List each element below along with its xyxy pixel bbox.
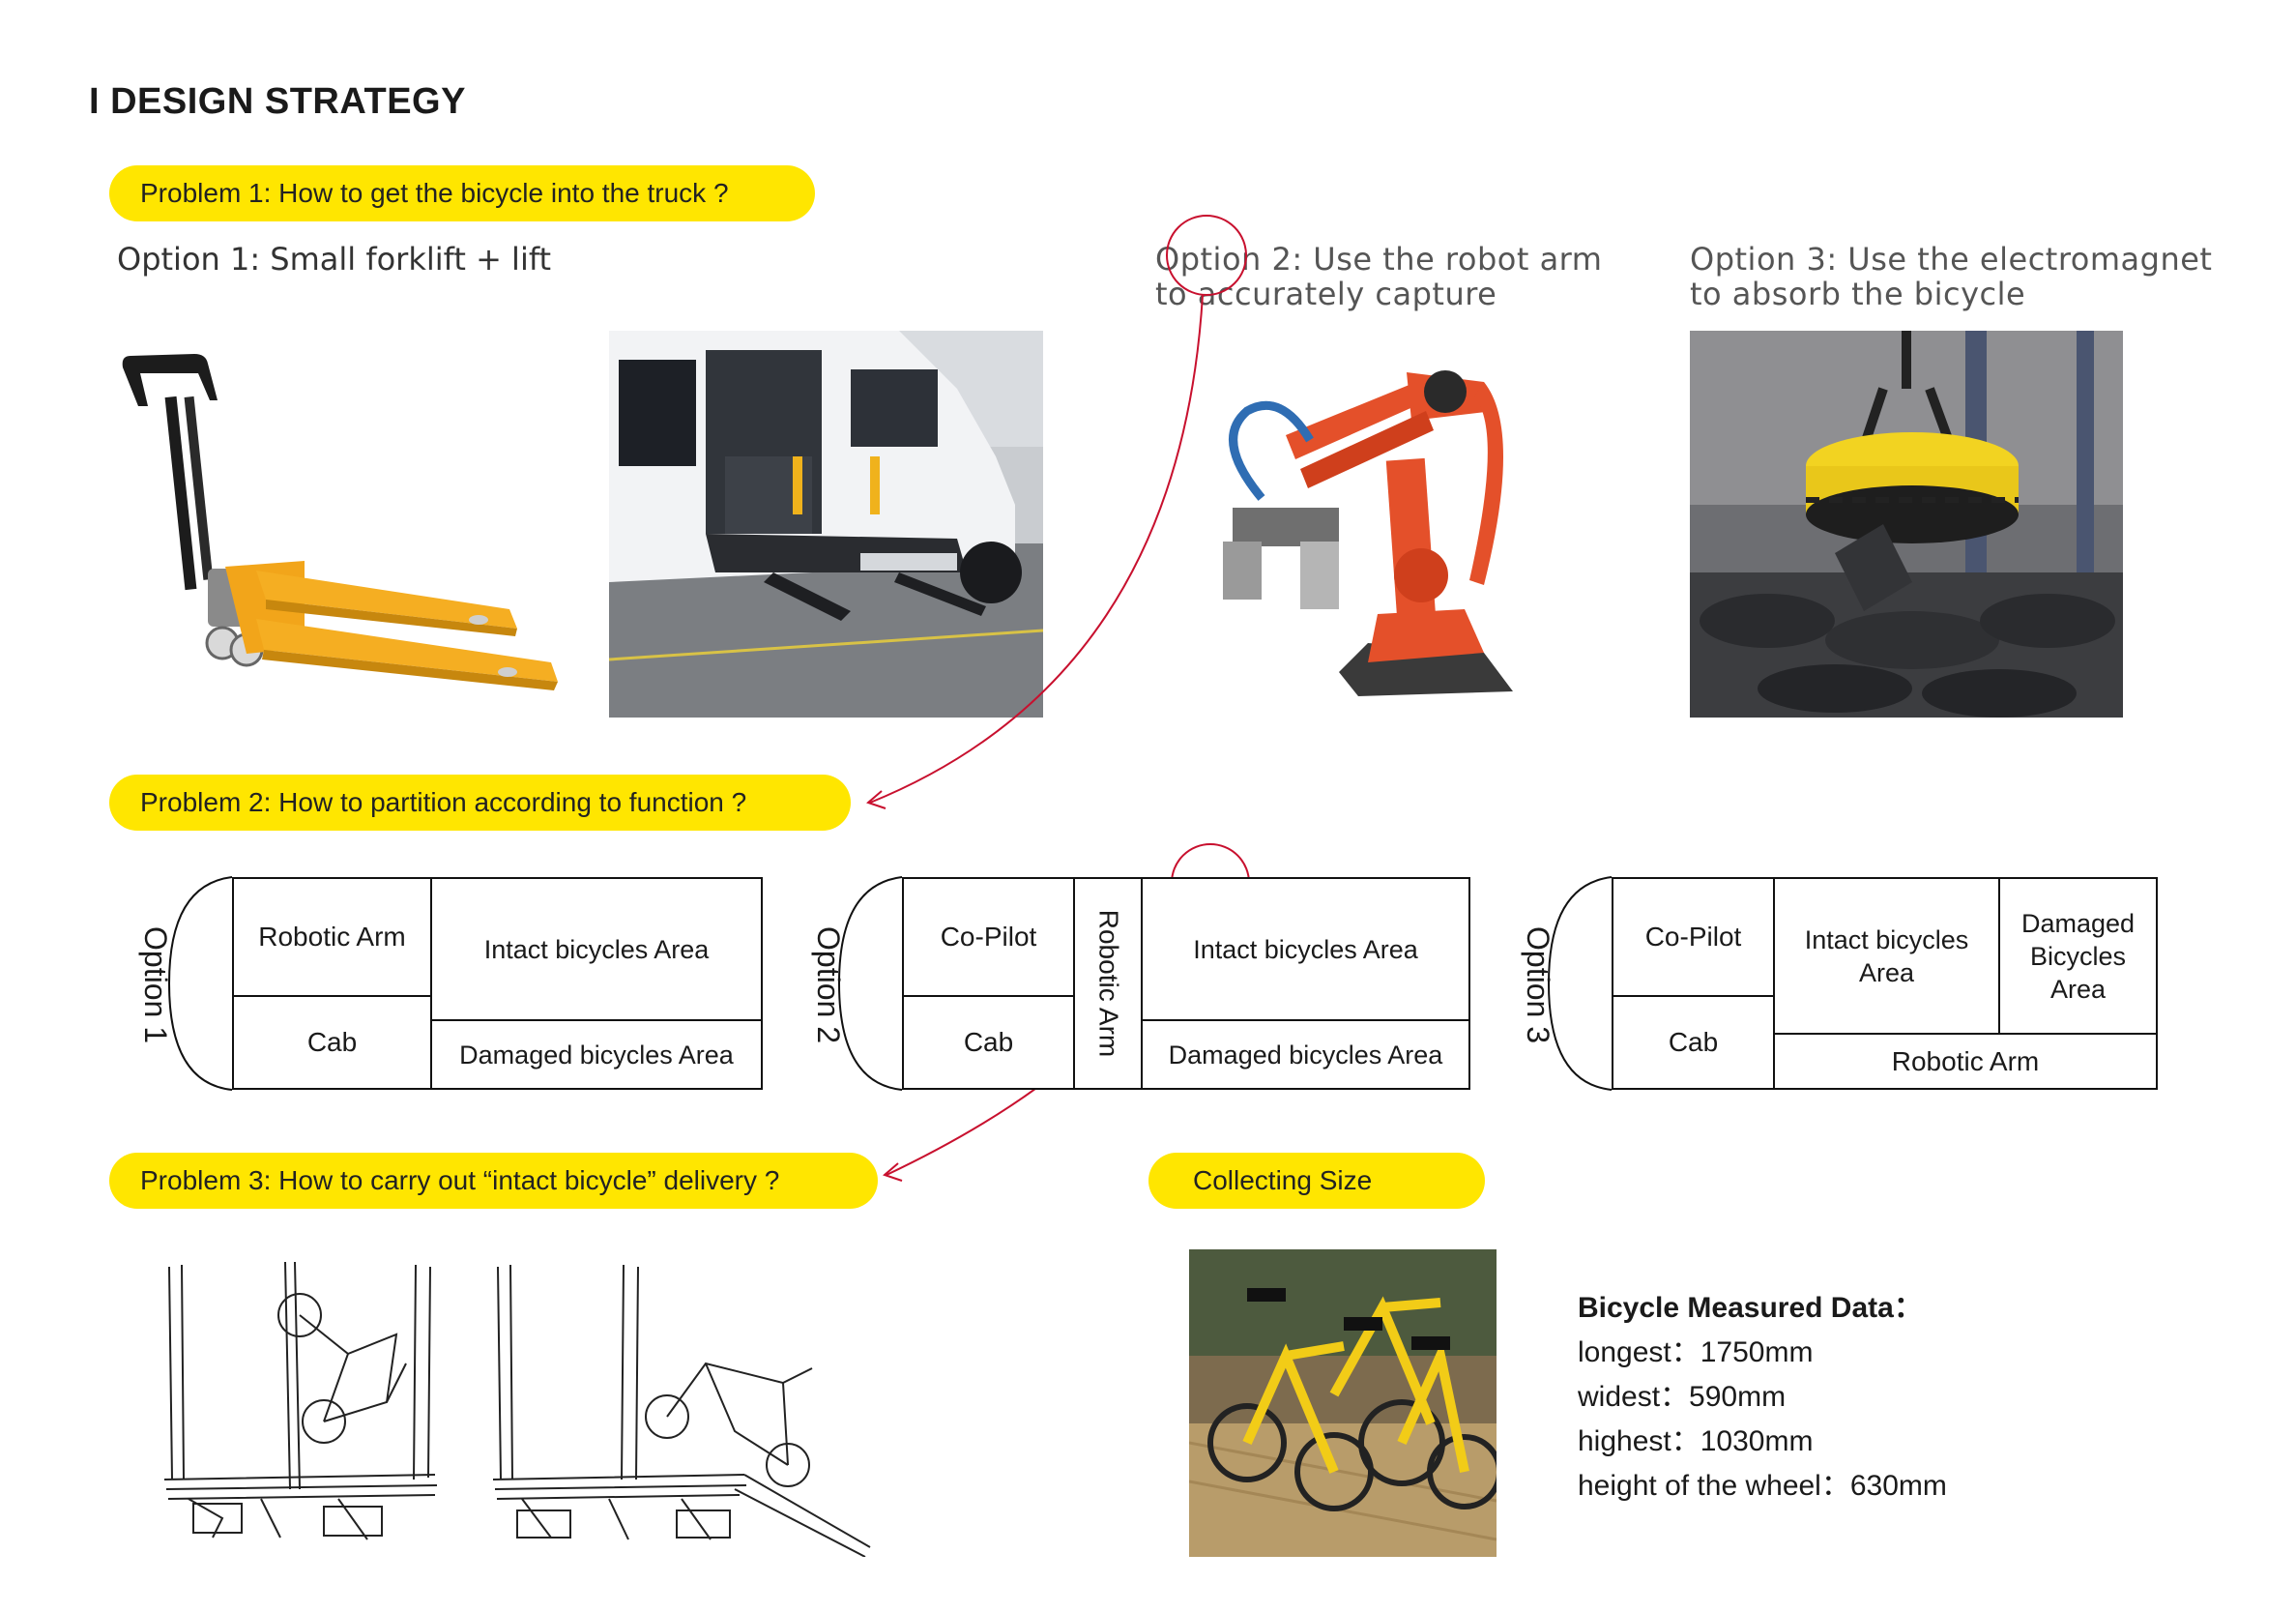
pallet-jack-image: [111, 338, 570, 711]
option-2-label-line2: to accurately capture: [1155, 276, 1497, 312]
section-title: I DESIGN STRATEGY: [89, 81, 466, 122]
problem-2-pill: Problem 2: How to partition according to…: [109, 775, 851, 831]
option-2-label-line1: Option 2: Use the robot arm: [1155, 241, 1603, 278]
electromagnet-image: [1690, 331, 2123, 718]
intact-bicycles-zone: Intact bicycles Area: [430, 877, 763, 1021]
damaged-bicycles-zone: Damaged bicycles Area: [430, 1019, 763, 1090]
problem-3-pill: Problem 3: How to carry out “intact bicy…: [109, 1153, 878, 1209]
option-1-vertical-label: Option 1: [137, 926, 173, 1043]
measured-longest: longest：1750mm: [1578, 1336, 1814, 1368]
measured-highest: highest：1030mm: [1578, 1425, 1814, 1457]
partition-option-3: Option 3 Co-Pilot Cab Intact bicycles Ar…: [1508, 875, 2162, 1093]
option-3-label-line2: to absorb the bicycle: [1690, 276, 2026, 312]
option-3-vertical-label: Option 3: [1520, 926, 1555, 1043]
measured-wheel-height: height of the wheel：630mm: [1578, 1470, 1947, 1502]
partition-option-1: Option 1 Robotic Arm Cab Intact bicycles…: [126, 875, 764, 1093]
damaged-bicycles-zone: Damaged bicycles Area: [1141, 1019, 1470, 1090]
option-3-label-line1: Option 3: Use the electromagnet: [1690, 241, 2213, 278]
delivery-sketches: [155, 1257, 889, 1557]
co-pilot-zone: Co-Pilot: [902, 877, 1075, 997]
measured-data-heading: Bicycle Measured Data：: [1578, 1292, 1923, 1324]
van-lift-image: [609, 331, 1043, 718]
co-pilot-zone: Co-Pilot: [1612, 877, 1775, 997]
problem-1-pill: Problem 1: How to get the bicycle into t…: [109, 165, 815, 221]
intact-bicycles-zone: Intact bicycles Area: [1141, 877, 1470, 1021]
damaged-bicycles-zone: Damaged Bicycles Area: [1998, 877, 2158, 1035]
robot-arm-image: [1194, 343, 1542, 711]
measured-widest: widest：590mm: [1578, 1381, 1787, 1413]
collecting-size-pill: Collecting Size: [1148, 1153, 1485, 1209]
cab-zone: Cab: [1612, 995, 1775, 1090]
cab-zone: Cab: [232, 995, 432, 1090]
partition-option-2: Option 2 Co-Pilot Cab Robotic Arm Intact…: [799, 875, 1475, 1093]
option-1-label: Option 1: Small forklift + lift: [117, 241, 552, 278]
bicycles-photo: [1189, 1249, 1497, 1557]
robotic-arm-zone: Robotic Arm: [1773, 1033, 2158, 1090]
cab-zone: Cab: [902, 995, 1075, 1090]
robotic-arm-zone: Robotic Arm: [232, 877, 432, 997]
intact-bicycles-zone: Intact bicycles Area: [1773, 877, 2000, 1035]
measured-data: Bicycle Measured Data： longest：1750mm wi…: [1578, 1286, 1947, 1509]
robotic-arm-label: Robotic Arm: [1093, 909, 1123, 1058]
option-2-vertical-label: Option 2: [810, 926, 846, 1043]
robotic-arm-zone: Robotic Arm: [1073, 877, 1143, 1090]
